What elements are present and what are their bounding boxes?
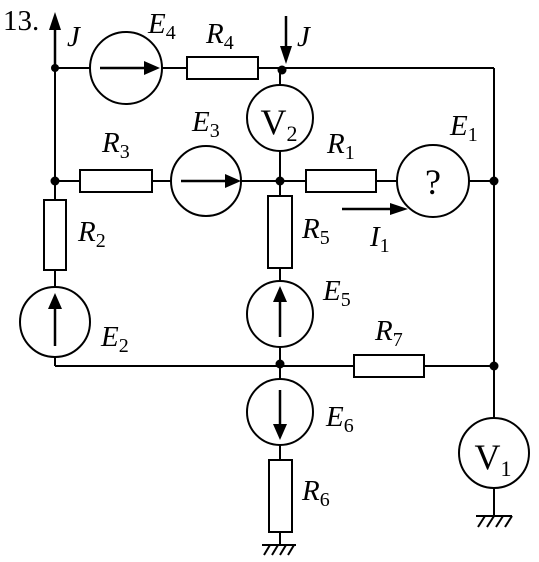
- resistor-r3: [79, 169, 153, 193]
- label-r3: R3: [101, 127, 130, 163]
- emf-source-e2: [19, 286, 91, 358]
- voltmeter-v2-label: V2: [261, 102, 298, 146]
- label-r5: R5: [301, 213, 330, 249]
- emf-source-e5: [246, 280, 314, 348]
- label-e4: E4: [147, 8, 176, 44]
- resistor-r4: [186, 56, 259, 80]
- emf-source-e1: ?: [396, 144, 470, 218]
- junction-nodes: [50, 64, 499, 371]
- resistor-r2: [43, 199, 67, 271]
- current-i1-arrow: [342, 203, 408, 215]
- label-r6: R6: [301, 475, 330, 511]
- label-e6: E6: [325, 401, 354, 437]
- resistor-r1: [305, 169, 377, 193]
- emf-source-e4: [89, 31, 163, 105]
- label-e1: E1: [449, 110, 478, 146]
- ground-symbol-left: [262, 544, 296, 556]
- emf-source-e3: [170, 145, 242, 217]
- resistor-r6: [268, 459, 293, 533]
- voltmeter-v1-label: V1: [475, 437, 512, 481]
- label-e3: E3: [191, 106, 220, 142]
- emf-source-e6: [246, 378, 314, 446]
- label-r1: R1: [326, 128, 355, 164]
- emf-e1-unknown-symbol: ?: [425, 162, 441, 202]
- label-i1: I1: [369, 221, 390, 257]
- label-e2: E2: [100, 321, 129, 357]
- current-source-j-arrow-center: [280, 16, 292, 64]
- problem-number: 13.: [3, 5, 39, 37]
- resistor-r7: [353, 354, 425, 378]
- voltmeter-v1: V1: [458, 417, 530, 489]
- label-r4: R4: [205, 18, 234, 54]
- label-j-left: J: [67, 21, 81, 53]
- resistor-r5: [267, 195, 293, 269]
- label-r2: R2: [77, 216, 106, 252]
- label-r7: R7: [374, 315, 403, 351]
- ground-symbol-right: [476, 515, 513, 528]
- current-source-j-arrow-left: [49, 12, 61, 68]
- label-j-center: J: [297, 21, 311, 53]
- voltmeter-v2: V2: [246, 84, 314, 152]
- label-e5: E5: [322, 275, 351, 311]
